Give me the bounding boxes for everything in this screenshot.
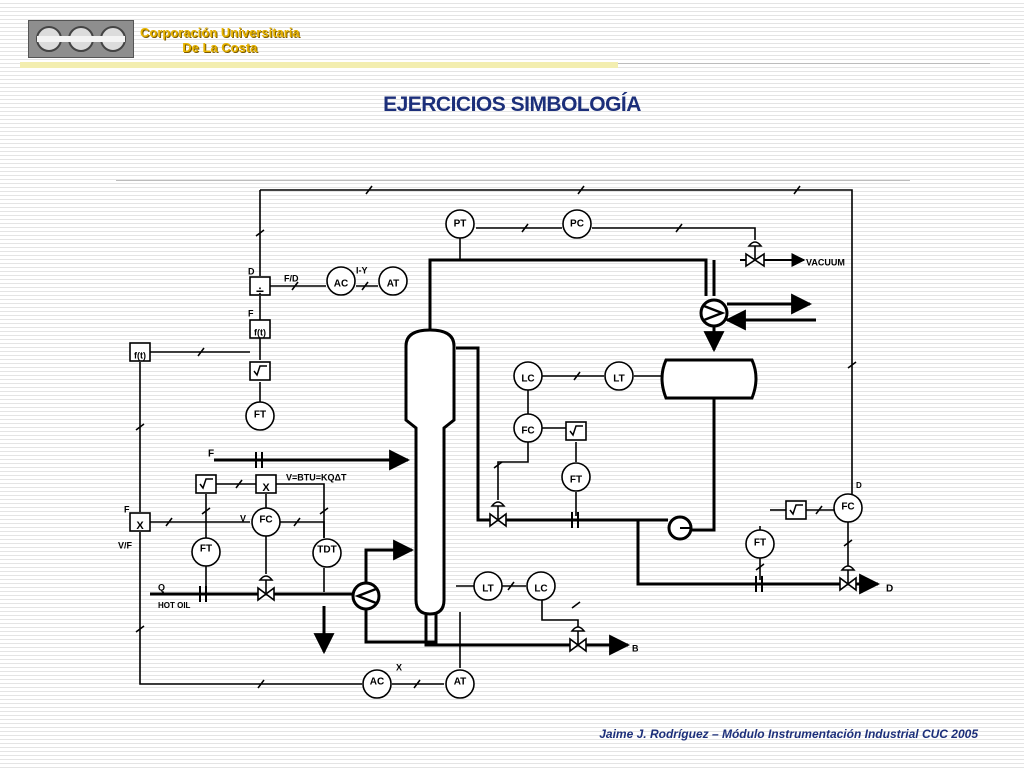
distillate-line [636, 520, 881, 595]
distillate-valve [839, 565, 857, 592]
ft-mid-tag: FT [570, 475, 582, 486]
btu-label: V=BTU=KQΔT [286, 472, 347, 482]
tdt-tag: TDT [317, 545, 336, 556]
instrument-tags: PT PC AC AT FT LC LT FC FT FC FT TDT FC … [200, 219, 855, 688]
sqrt-block-vap [195, 474, 217, 494]
ft-left-tag: FT [254, 410, 266, 421]
lc-mid-bubble [513, 361, 543, 391]
q-label: Q [158, 582, 165, 592]
d-top-label: D [248, 266, 255, 276]
ft-vap-bubble [191, 537, 221, 567]
ft-left-bubble [245, 401, 275, 431]
vf-label: V/F [118, 540, 133, 550]
vacuum-label: VACUUM [806, 257, 845, 267]
lt-mid-tag: LT [613, 374, 624, 385]
pc-tag: PC [570, 219, 584, 230]
bottoms-line [424, 612, 631, 656]
institution-line1: Corporación Universitaria [140, 25, 300, 40]
ft-right-bubble [745, 529, 775, 559]
f-t-left-tag: f(t) [134, 350, 146, 360]
footer-credit: Jaime J. Rodríguez – Módulo Instrumentac… [599, 727, 978, 741]
pt-bubble [445, 209, 475, 239]
x-block-left [129, 512, 151, 532]
fc-vap-tag: FC [259, 515, 272, 526]
institution-name: Corporación Universitaria De La Costa [140, 25, 300, 55]
accumulator-drum [660, 358, 758, 400]
header-rule-thin [618, 63, 990, 64]
instrument-bubbles [191, 209, 863, 699]
iy-label: I-Y [356, 265, 368, 275]
ac-top-bubble [326, 266, 356, 296]
lt-bot-tag: LT [482, 584, 493, 595]
lt-bot-bubble [473, 571, 503, 601]
at-top-bubble [378, 266, 408, 296]
at-bot-bubble [445, 669, 475, 699]
ft-mid-bubble [561, 462, 591, 492]
distillate-label: D [886, 584, 893, 595]
feed-label: F [208, 449, 214, 460]
lc-mid-tag: LC [521, 374, 534, 385]
ac-top-tag: AC [334, 279, 348, 290]
lc-bot-bubble [526, 571, 556, 601]
slide-title: EJERCICIOS SIMBOLOGÍA [383, 93, 641, 116]
x-block-mid [255, 474, 277, 494]
sqrt-block-left [249, 361, 271, 381]
bottoms-valve [569, 626, 587, 653]
sqrt-block-mid [565, 421, 587, 441]
fc-right-tag: FC [841, 502, 854, 513]
f-top-label: F [248, 308, 254, 318]
d-right-label: D [856, 481, 862, 490]
reflux-line [456, 346, 668, 522]
x-left-tag: X [136, 520, 144, 532]
at-bot-tag: AT [454, 677, 467, 688]
signal-ticks [135, 185, 857, 689]
bottoms-label: B [632, 643, 639, 653]
v-label: V [240, 513, 246, 523]
pt-tag: PT [454, 219, 467, 230]
at-top-tag: AT [387, 279, 400, 290]
lt-mid-bubble [604, 361, 634, 391]
f-t-top-tag: f(t) [254, 327, 266, 337]
x-mid-tag: X [262, 482, 270, 494]
ac-bot-tag: AC [370, 677, 384, 688]
fc-right-bubble [833, 493, 863, 523]
fc-mid-bubble [513, 413, 543, 443]
condenser-tube-icon [703, 304, 726, 322]
sqrt-symbols [199, 365, 803, 516]
hot-oil-valve [257, 575, 275, 602]
fc-mid-tag: FC [521, 426, 534, 437]
control-valves [257, 241, 857, 653]
vacuum-valve [745, 241, 765, 268]
stream-labels: VACUUM D B Q HOT OIL F V=BTU=KQΔT V V/F … [118, 257, 893, 672]
distillation-column [404, 328, 456, 616]
reflux-valve [489, 501, 507, 528]
overhead-line [428, 258, 708, 330]
x-bot-label: X [396, 662, 402, 672]
divide-block [249, 276, 271, 296]
f-t-block-top [249, 319, 271, 339]
divide-tag: ÷ [256, 283, 264, 299]
ft-vap-tag: FT [200, 544, 212, 555]
lc-bot-tag: LC [534, 584, 547, 595]
reboiler-tube-icon [354, 587, 377, 605]
tdt-bubble [312, 538, 342, 568]
function-blocks [129, 276, 807, 532]
institution-line2: De La Costa [182, 40, 258, 55]
header-rule [20, 62, 618, 68]
function-block-tags: ÷ f(t) f(t) X X [134, 283, 270, 532]
f-left-label: F [124, 504, 130, 514]
logo-emblem [29, 21, 133, 57]
logo [28, 20, 134, 58]
ac-bot-bubble [362, 669, 392, 699]
f-t-block-left [129, 342, 151, 362]
fd-label: F/D [284, 273, 299, 283]
fc-vap-bubble [251, 507, 281, 537]
sqrt-block-right [785, 500, 807, 520]
pc-bubble [562, 209, 592, 239]
hot-oil-label: HOT OIL [158, 601, 191, 610]
title-underline [116, 180, 910, 181]
orifice-plates [199, 452, 763, 602]
ft-right-tag: FT [754, 538, 766, 549]
